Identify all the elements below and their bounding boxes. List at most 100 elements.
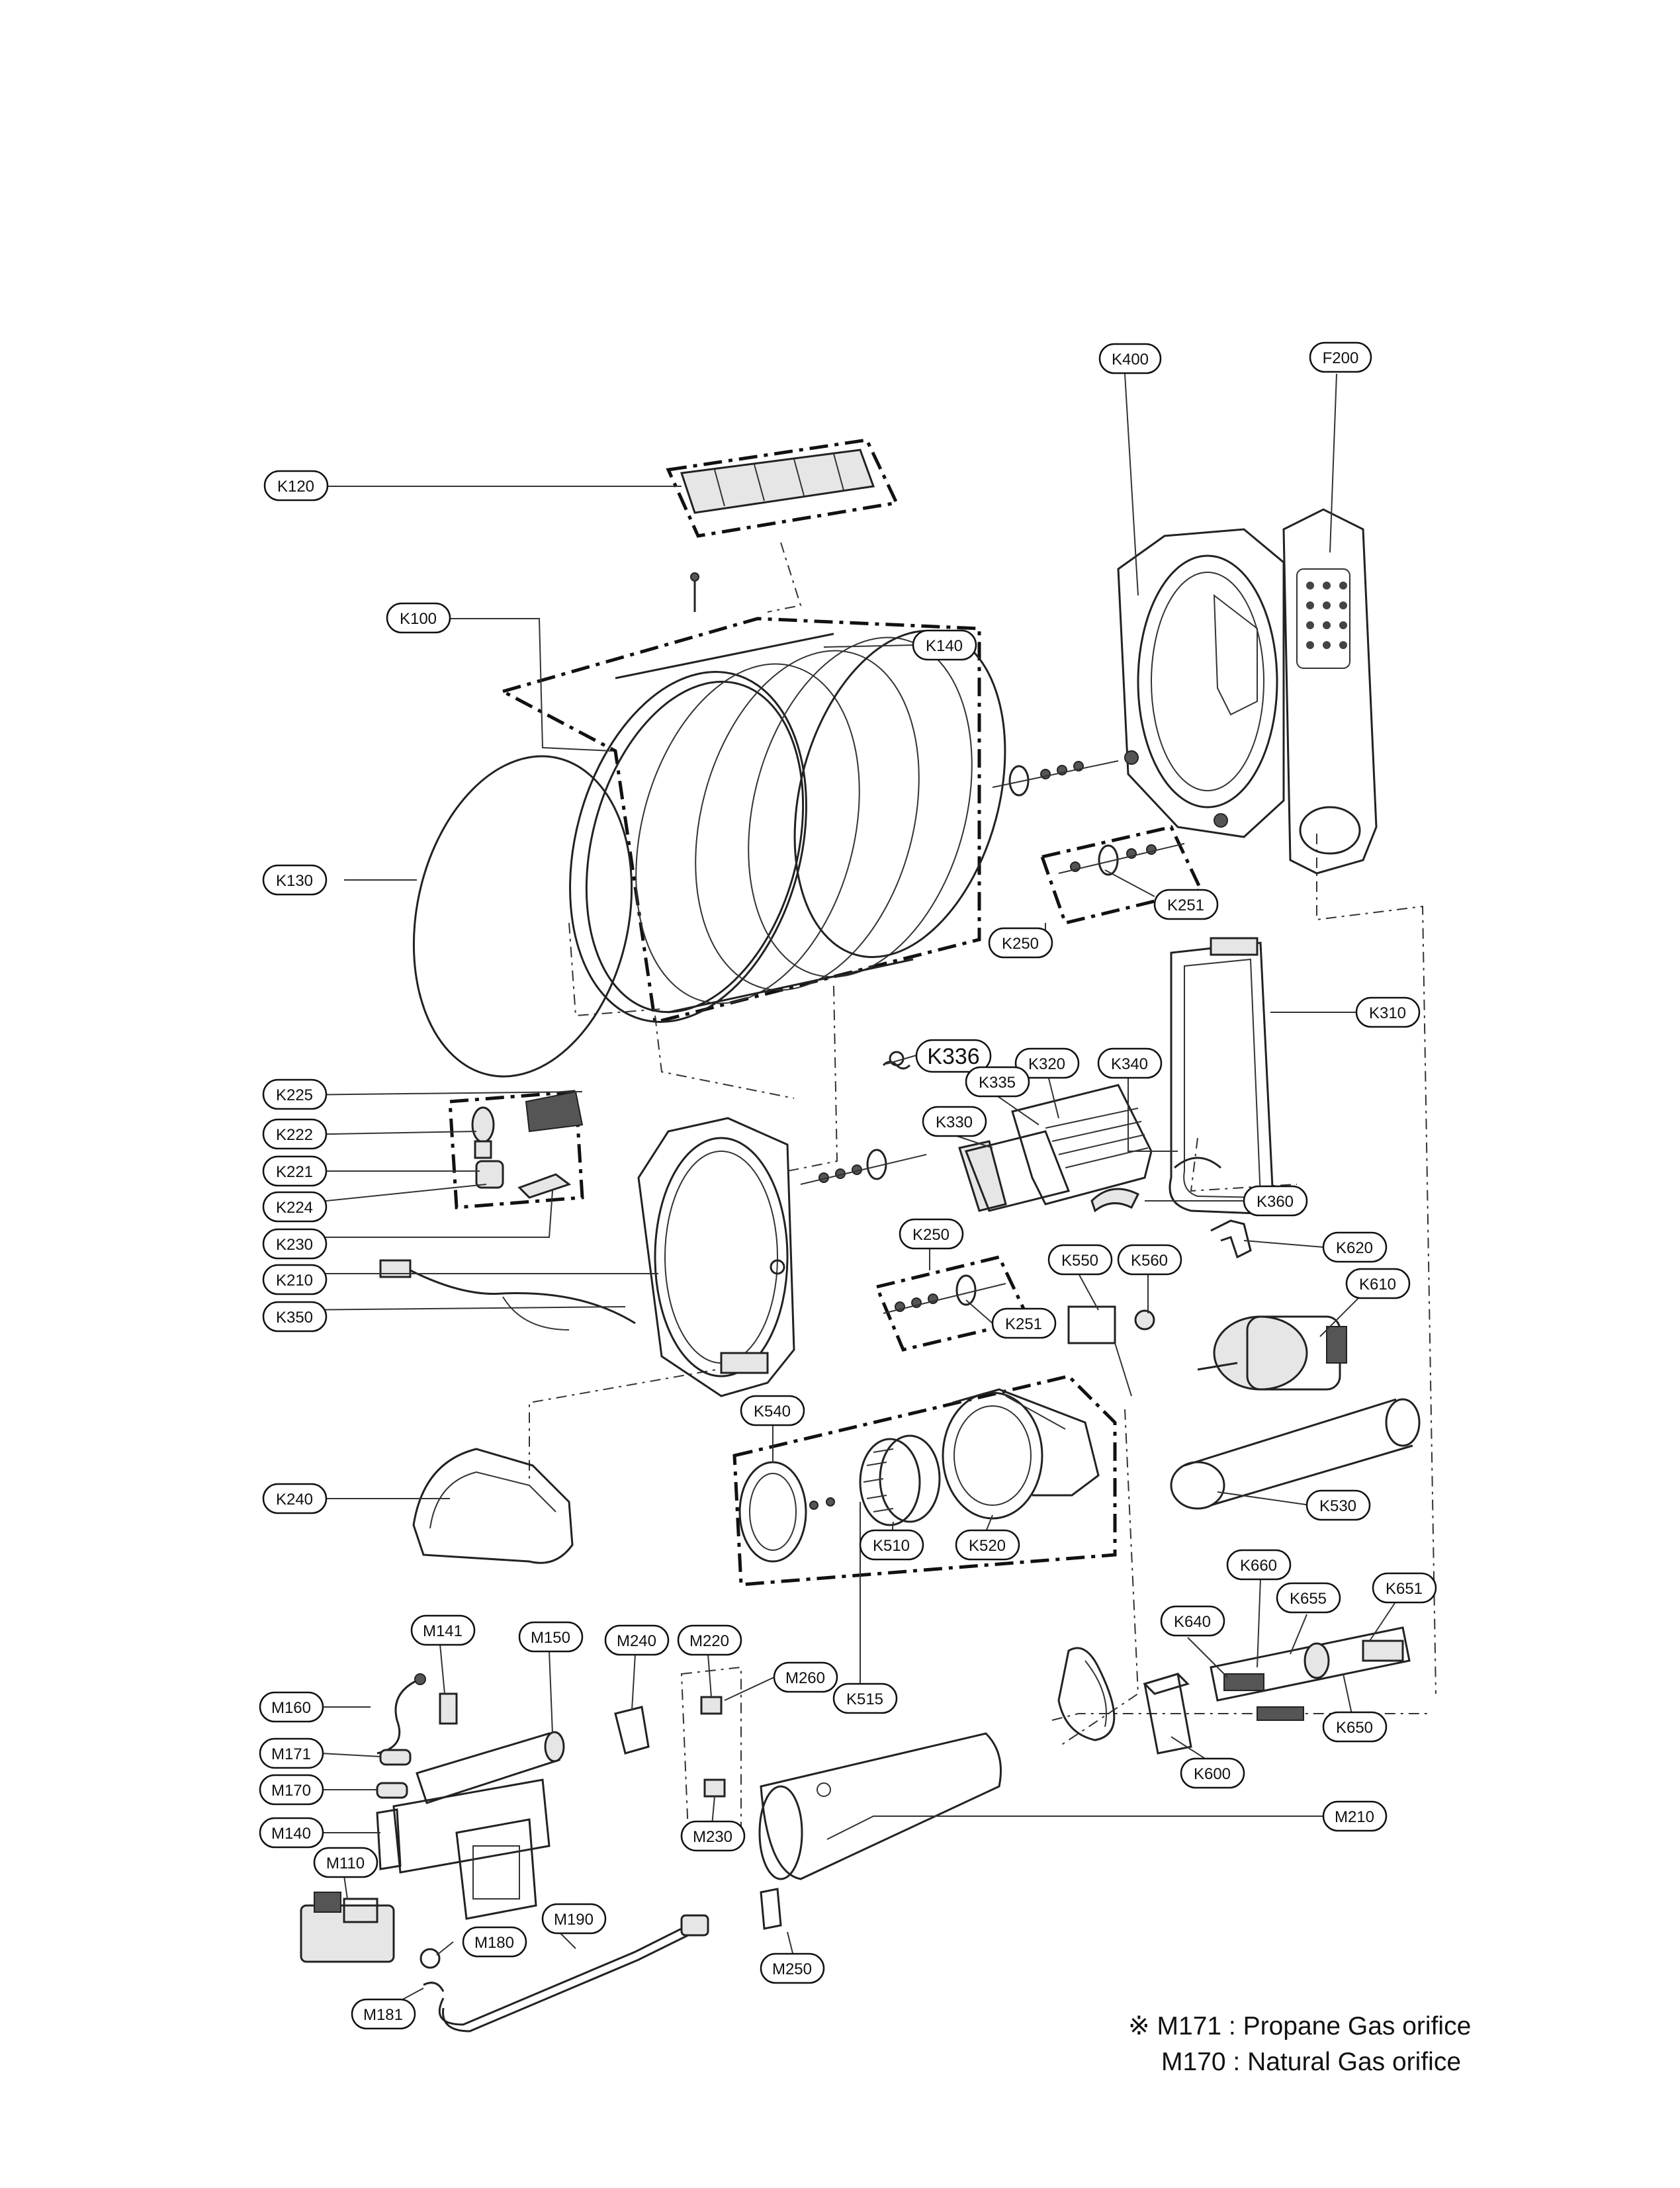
shaft-hardware-upper — [992, 760, 1185, 876]
label-K550: K550 — [1047, 1244, 1113, 1276]
wire-m160 — [376, 1679, 418, 1755]
blower-housing-k520 — [942, 1388, 1100, 1520]
burner-tube-m150 — [416, 1731, 565, 1804]
svg-text:K250: K250 — [1002, 935, 1039, 953]
svg-text:M220: M220 — [689, 1632, 729, 1650]
label-K310: K310 — [1355, 996, 1421, 1028]
svg-text:K221: K221 — [276, 1163, 313, 1181]
note-propane-orifice: ※ M171 : Propane Gas orifice — [1128, 2012, 1472, 2040]
assembly-outlines — [448, 438, 1437, 1834]
label-K130: K130 — [262, 864, 328, 896]
fitting-m180 — [420, 1948, 441, 1969]
front-bulkhead-k210 — [637, 1117, 795, 1397]
label-M150: M150 — [518, 1621, 584, 1653]
svg-text:M110: M110 — [326, 1855, 365, 1872]
label-K655: K655 — [1276, 1582, 1341, 1614]
door-seal-k130 — [412, 755, 633, 1078]
label-K530: K530 — [1305, 1489, 1371, 1521]
label-K250a: K250 — [988, 927, 1053, 959]
motor-k610 — [1197, 1315, 1347, 1391]
label-K210: K210 — [262, 1264, 328, 1295]
svg-text:K530: K530 — [1319, 1497, 1356, 1515]
svg-text:M140: M140 — [271, 1825, 311, 1843]
label-M230: M230 — [680, 1820, 746, 1852]
svg-text:K540: K540 — [754, 1403, 791, 1421]
label-K600: K600 — [1180, 1757, 1245, 1789]
svg-text:K340: K340 — [1111, 1055, 1148, 1073]
bracket-m141 — [439, 1692, 458, 1725]
svg-text:M250: M250 — [772, 1960, 812, 1978]
svg-text:K251: K251 — [1005, 1315, 1042, 1333]
label-M180: M180 — [462, 1926, 527, 1958]
duct-k530 — [1170, 1398, 1421, 1510]
note-natural-gas-orifice: M170 : Natural Gas orifice — [1161, 2048, 1462, 2076]
svg-text:K400: K400 — [1112, 351, 1149, 369]
svg-text:K360: K360 — [1257, 1193, 1294, 1211]
svg-text:M240: M240 — [617, 1632, 656, 1650]
label-K240: K240 — [262, 1483, 328, 1514]
svg-text:F200: F200 — [1323, 349, 1359, 367]
label-M190: M190 — [541, 1903, 607, 1935]
label-M260: M260 — [773, 1661, 838, 1693]
sensor-k560 — [1134, 1309, 1155, 1331]
svg-text:K350: K350 — [276, 1309, 313, 1327]
combustion-tube-m210 — [758, 1732, 1002, 1880]
harness-k350 — [379, 1259, 636, 1331]
label-K650: K650 — [1322, 1711, 1388, 1743]
switch-k550 — [1067, 1305, 1116, 1344]
label-K515: K515 — [832, 1683, 898, 1714]
label-K340: K340 — [1097, 1047, 1163, 1079]
label-M140: M140 — [259, 1817, 324, 1849]
svg-text:K230: K230 — [276, 1236, 313, 1254]
svg-text:K310: K310 — [1369, 1004, 1406, 1022]
bracket-k620 — [1210, 1219, 1252, 1259]
seal-k540 — [738, 1461, 807, 1563]
bracket-m240 — [614, 1706, 650, 1755]
drum-k100 — [569, 630, 1006, 1023]
svg-text:K210: K210 — [276, 1272, 313, 1290]
label-M160: M160 — [259, 1691, 324, 1723]
filter-frame-k310 — [1169, 937, 1275, 1215]
label-K230: K230 — [262, 1228, 328, 1260]
label-K620: K620 — [1322, 1231, 1388, 1263]
label-K360: K360 — [1243, 1185, 1308, 1217]
label-M181: M181 — [351, 1998, 416, 2030]
label-K520: K520 — [955, 1529, 1020, 1561]
label-K140: K140 — [912, 629, 977, 661]
label-K250b: K250 — [899, 1218, 964, 1250]
gas-valve-m110 — [300, 1892, 395, 1963]
svg-text:M160: M160 — [271, 1699, 311, 1717]
burner-assembly-k650 — [1210, 1626, 1411, 1721]
label-K400: K400 — [1098, 343, 1162, 374]
bracket-m250 — [760, 1888, 782, 1930]
label-M110: M110 — [313, 1847, 378, 1878]
label-K510: K510 — [859, 1529, 924, 1561]
svg-text:K336: K336 — [927, 1044, 979, 1069]
spring-k336 — [882, 1051, 911, 1070]
sensor-m230 — [703, 1778, 726, 1798]
label-F200: F200 — [1309, 341, 1372, 373]
baffle-k120 — [680, 449, 875, 514]
svg-text:M141: M141 — [423, 1622, 463, 1640]
svg-text:M190: M190 — [554, 1911, 594, 1929]
label-K610: K610 — [1345, 1268, 1411, 1299]
svg-text:K320: K320 — [1028, 1055, 1065, 1073]
label-M240: M240 — [604, 1624, 670, 1656]
base-k600 — [1057, 1647, 1192, 1755]
impeller-k510 — [859, 1434, 941, 1526]
svg-text:K610: K610 — [1359, 1276, 1396, 1293]
label-K100: K100 — [386, 602, 451, 634]
svg-text:K100: K100 — [400, 610, 437, 628]
svg-text:K240: K240 — [276, 1491, 313, 1509]
label-K560: K560 — [1117, 1244, 1182, 1276]
label-K540: K540 — [740, 1395, 805, 1426]
svg-text:K550: K550 — [1061, 1252, 1098, 1270]
parts — [300, 449, 1421, 2033]
fitting-m181 — [423, 1982, 445, 1992]
label-M220: M220 — [677, 1624, 742, 1656]
svg-text:K250: K250 — [912, 1226, 950, 1244]
part-labels: K400 F200 K120 K100 K140 K130 K251 K250 … — [259, 341, 1437, 2030]
svg-text:M180: M180 — [474, 1934, 514, 1952]
label-K640: K640 — [1160, 1605, 1225, 1637]
